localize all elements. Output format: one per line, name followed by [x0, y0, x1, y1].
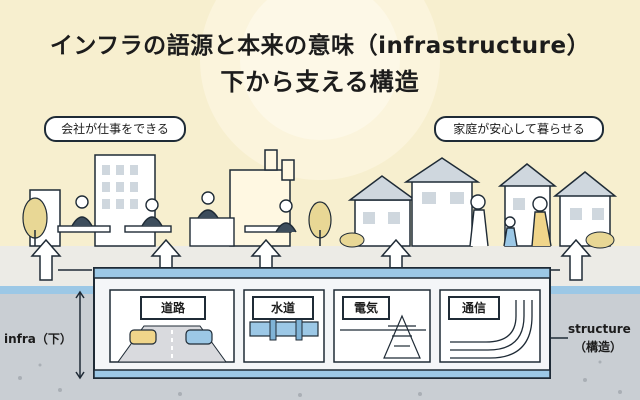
structure-jp-label: （構造） — [574, 340, 623, 354]
family-icon — [469, 194, 552, 247]
cars-on-road-icon — [117, 325, 227, 363]
page-subtitle: 下から支える構造 — [220, 68, 420, 96]
road-label: 道路 — [140, 296, 206, 320]
upward-arrows — [30, 238, 592, 281]
communication-label: 通信 — [448, 296, 500, 320]
structure-label: structure — [568, 322, 631, 336]
power-tower-icon — [340, 314, 426, 359]
infra-label: infra（下） — [4, 332, 72, 346]
infra-bracket — [75, 290, 85, 380]
tree-icon — [22, 197, 332, 246]
company-bubble: 会社が仕事をできる — [44, 116, 186, 142]
electricity-label: 電気 — [342, 296, 390, 320]
water-pipe-icon — [249, 317, 319, 341]
water-label: 水道 — [252, 296, 314, 320]
communication-cable-icon — [450, 300, 533, 359]
page-title: インフラの語源と本来の意味（infrastructure） — [49, 33, 591, 59]
home-bubble: 家庭が安心して暮らせる — [434, 116, 604, 142]
office-workers-icon — [57, 191, 297, 247]
